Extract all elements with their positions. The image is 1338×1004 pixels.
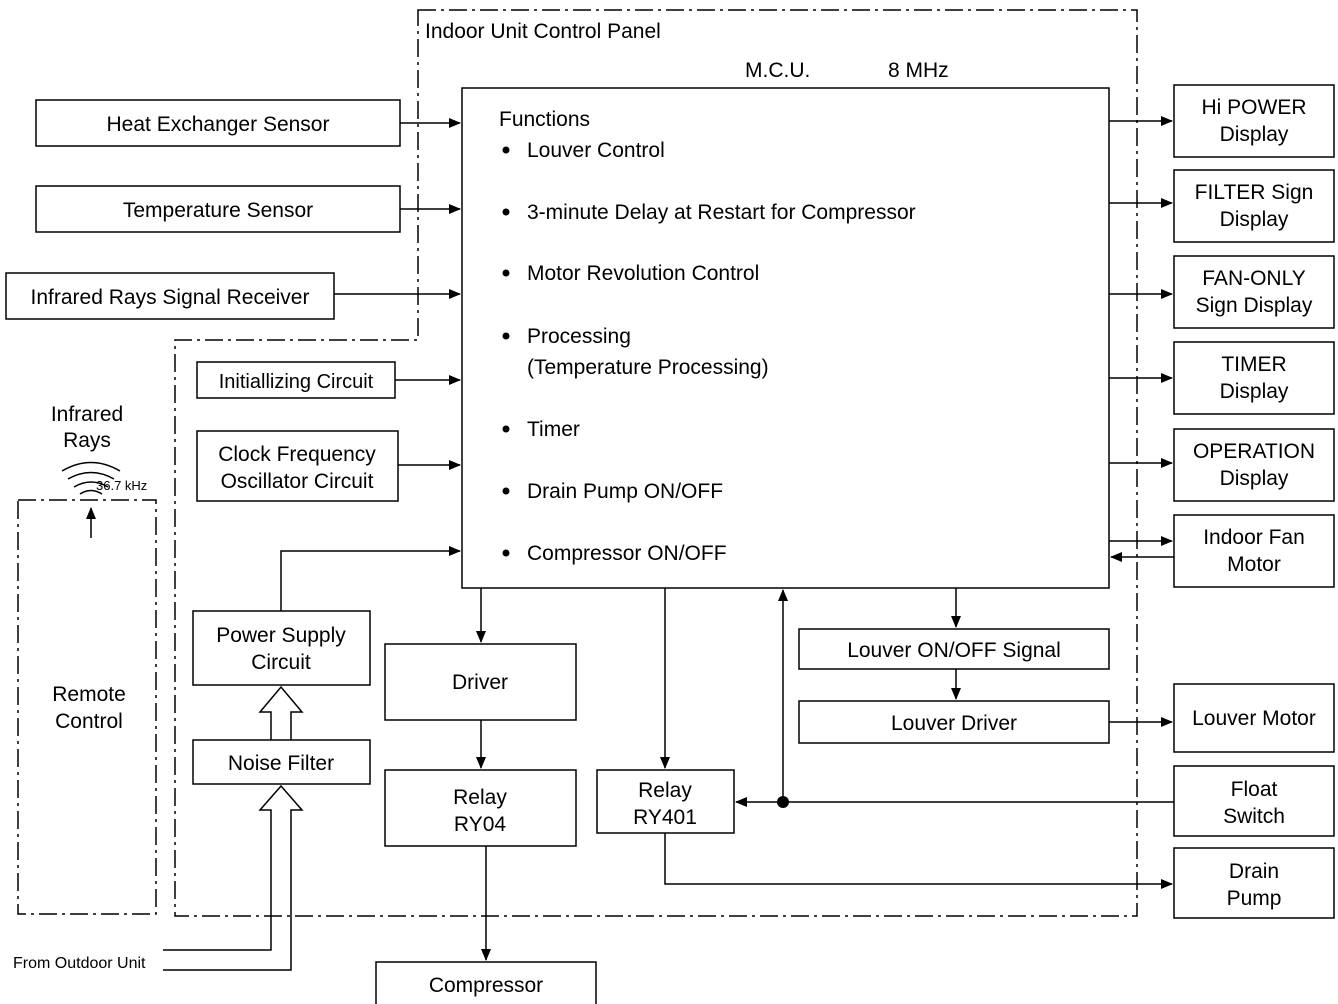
power-supply-arrow	[280, 546, 461, 611]
mcu-label: M.C.U.	[745, 59, 810, 82]
operation-label-2: Display	[1220, 467, 1289, 490]
indoor-fan-motor-box	[1173, 514, 1335, 588]
power-supply-label-1: Power Supply	[216, 624, 346, 647]
infrared-waves-icon	[61, 461, 121, 495]
relay-ry401-label-2: RY401	[633, 806, 697, 829]
bullet	[502, 146, 510, 154]
bullet	[502, 269, 510, 277]
operation-display-box	[1173, 428, 1335, 502]
panel-title: Indoor Unit Control Panel	[425, 20, 661, 43]
power-supply-label-2: Circuit	[251, 651, 311, 674]
power-supply-box	[192, 610, 371, 686]
function-list: Louver Control 3-minute Delay at Restart…	[502, 139, 916, 565]
bullet	[502, 549, 510, 557]
float-switch-label-1: Float	[1231, 778, 1278, 801]
relay-ry04-label-2: RY04	[454, 813, 506, 836]
power-flow-hollow-arrow	[258, 685, 304, 740]
heat-exchanger-sensor-label: Heat Exchanger Sensor	[107, 113, 330, 136]
function-item: Timer	[527, 418, 580, 441]
drain-pump-label-1: Drain	[1229, 860, 1279, 883]
compressor-label: Compressor	[429, 974, 543, 997]
function-item: Louver Control	[527, 139, 665, 162]
relay-ry401-label-1: Relay	[638, 779, 692, 802]
control-panel-boundary	[174, 9, 1138, 917]
filter-sign-label-1: FILTER Sign	[1195, 181, 1314, 204]
infrared-rays-label-1: Infrared	[51, 403, 123, 426]
clock-oscillator-box	[196, 430, 399, 502]
indoor-fan-label-2: Motor	[1227, 553, 1281, 576]
mcu-box	[461, 87, 1110, 589]
driver-box	[384, 643, 577, 721]
function-item: 3-minute Delay at Restart for Compressor	[527, 201, 916, 224]
infrared-receiver-label: Infrared Rays Signal Receiver	[31, 286, 310, 309]
timer-display-label-2: Display	[1220, 380, 1289, 403]
operation-label-1: OPERATION	[1193, 440, 1315, 463]
bullet	[502, 425, 510, 433]
louver-driver-box	[798, 700, 1110, 744]
function-item: (Temperature Processing)	[527, 356, 769, 379]
infrared-rays-label-2: Rays	[63, 429, 111, 452]
drain-pump-label-2: Pump	[1227, 887, 1282, 910]
louver-signal-label: Louver ON/OFF Signal	[847, 639, 1061, 662]
function-item: Motor Revolution Control	[527, 262, 759, 285]
filter-sign-display-box	[1173, 169, 1335, 243]
hi-power-display-box	[1173, 84, 1335, 158]
relay-ry401-box	[596, 769, 735, 834]
louver-motor-label: Louver Motor	[1192, 707, 1316, 730]
hi-power-label-2: Display	[1220, 123, 1289, 146]
clock-oscillator-label-1: Clock Frequency	[218, 443, 376, 466]
drain-pump-box	[1173, 847, 1335, 919]
initializing-circuit-label: Initiallizing Circuit	[219, 371, 374, 393]
louver-signal-box	[798, 628, 1110, 670]
noise-filter-box	[192, 739, 371, 785]
mcu-frequency: 8 MHz	[888, 59, 949, 82]
remote-control-boundary	[17, 499, 157, 915]
float-switch-box	[1173, 765, 1335, 837]
function-item: Processing	[527, 325, 631, 348]
noise-filter-label: Noise Filter	[228, 752, 334, 775]
relay-ry04-box	[384, 769, 577, 847]
louver-motor-box	[1173, 683, 1335, 753]
fan-only-label-2: Sign Display	[1196, 294, 1313, 317]
temperature-sensor-label: Temperature Sensor	[123, 199, 313, 222]
compressor-box	[375, 961, 597, 1004]
remote-control-label-1: Remote	[52, 683, 126, 706]
hi-power-label-1: Hi POWER	[1202, 96, 1307, 119]
function-item: Drain Pump ON/OFF	[527, 480, 723, 503]
relay-ry04-label-1: Relay	[453, 786, 507, 809]
timer-display-label-1: TIMER	[1221, 353, 1286, 376]
louver-driver-label: Louver Driver	[891, 712, 1017, 735]
bullet	[502, 208, 510, 216]
outdoor-unit-label: From Outdoor Unit	[13, 955, 146, 972]
clock-oscillator-label-2: Oscillator Circuit	[221, 470, 374, 493]
outdoor-feed-hollow-arrow	[163, 784, 304, 971]
functions-heading: Functions	[499, 108, 590, 131]
timer-display-box	[1173, 341, 1335, 415]
infrared-receiver-box	[5, 272, 335, 320]
float-switch-label-2: Switch	[1223, 805, 1285, 828]
indoor-fan-label-1: Indoor Fan	[1203, 526, 1305, 549]
function-item: Compressor ON/OFF	[527, 542, 727, 565]
filter-sign-label-2: Display	[1220, 208, 1289, 231]
fan-only-label-1: FAN-ONLY	[1202, 267, 1305, 290]
bullet	[502, 487, 510, 495]
infrared-frequency-label: 36.7 kHz	[96, 478, 147, 493]
driver-label: Driver	[452, 671, 508, 694]
bullet	[502, 332, 510, 340]
remote-control-label-2: Control	[55, 710, 123, 733]
relay401-to-drain-arrow	[664, 833, 1173, 889]
fan-only-display-box	[1173, 255, 1335, 329]
